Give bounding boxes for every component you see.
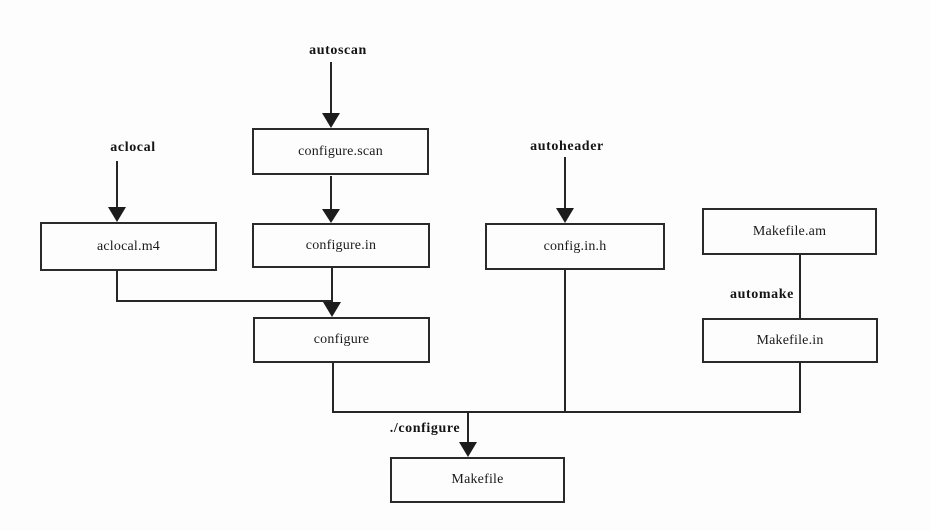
node-configure-scan-label: configure.scan [298, 143, 383, 159]
edge-autoscan-arrowhead [322, 113, 340, 128]
node-makefile-label: Makefile [451, 472, 504, 487]
edge-scan-to-in-arrowhead [322, 209, 340, 223]
node-configure: configure [253, 317, 430, 363]
node-makefile: Makefile [390, 457, 565, 503]
label-automake: automake [730, 287, 794, 302]
node-aclocal-m4: aclocal.m4 [40, 222, 217, 271]
edge-autoheader-arrowhead [556, 208, 574, 223]
node-makefile-am-label: Makefile.am [752, 223, 827, 239]
node-makefile-am: Makefile.am [702, 208, 877, 255]
node-makefile-in-label: Makefile.in [756, 332, 824, 348]
node-config-in-h-label: config.in.h [543, 238, 607, 254]
edge-aclocal-arrowhead [108, 207, 126, 222]
node-configure-label: configure [313, 332, 370, 347]
node-configure-in-label: configure.in [305, 237, 377, 253]
edge-bus-to-makefile-arrowhead [459, 442, 477, 457]
label-autoheader: autoheader [530, 139, 604, 154]
node-configure-in: configure.in [252, 223, 430, 268]
edge-in-to-configure-arrowhead [323, 302, 341, 317]
label-aclocal: aclocal [110, 140, 156, 155]
node-configure-scan: configure.scan [252, 128, 429, 175]
label-autoscan: autoscan [309, 43, 367, 58]
edge-aclocalm4-branch [116, 271, 332, 302]
label-run-configure: ./configure [389, 421, 461, 436]
node-config-in-h: config.in.h [485, 223, 665, 270]
node-makefile-in: Makefile.in [702, 318, 878, 363]
node-aclocal-m4-label: aclocal.m4 [96, 238, 161, 254]
